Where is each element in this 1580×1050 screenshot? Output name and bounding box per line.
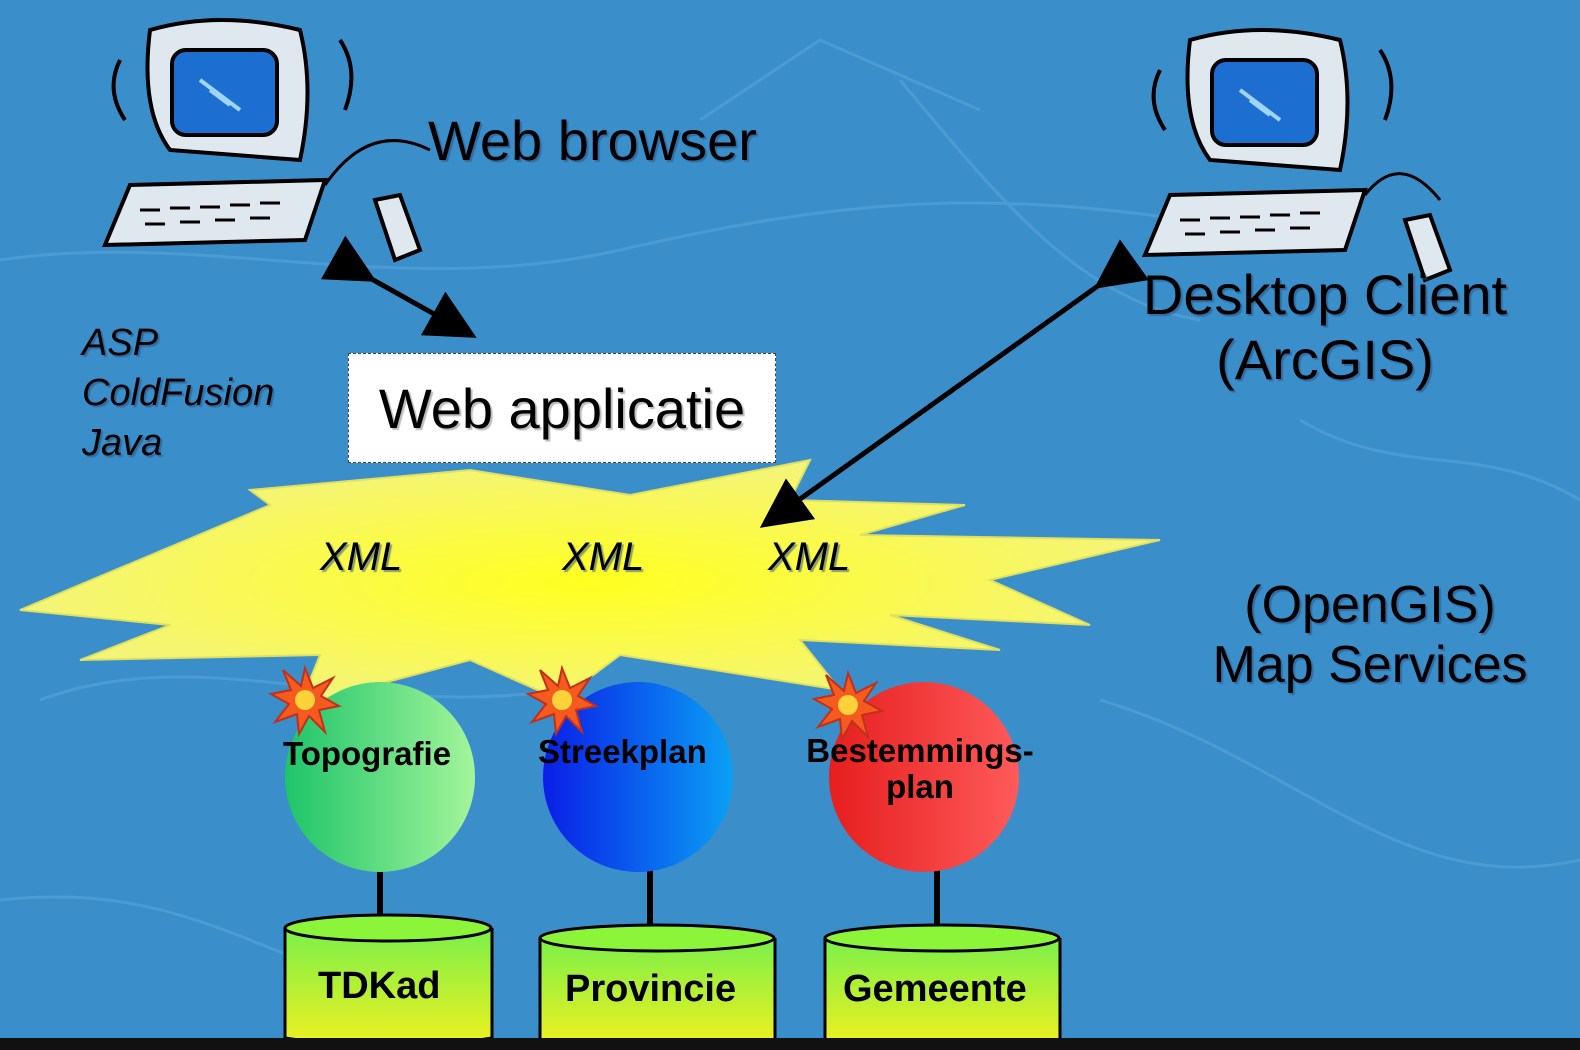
xml-label-3: XML (768, 535, 851, 579)
web-app-box: Web applicatie (348, 353, 776, 463)
web-browser-label: Web browser (428, 109, 757, 172)
arrow-client-xml (759, 239, 1150, 528)
service-label-bestemmingsplan-line1: Bestemmings- (806, 732, 1034, 769)
xml-label-2: XML (562, 535, 645, 579)
xml-label-1: XML (320, 535, 403, 579)
desktop-client-line1: Desktop Client (1142, 263, 1508, 326)
tech-label-asp: ASP (82, 322, 159, 364)
explosion-icon (525, 664, 599, 738)
database-cylinder-provincie (538, 923, 777, 1047)
xml-burst-shape (19, 458, 1161, 707)
database-label-gemeente: Gemeente (843, 968, 1027, 1010)
service-circle-bestemmingsplan (829, 682, 1019, 872)
service-label-bestemmingsplan: Bestemmings- plan (790, 733, 1050, 805)
web-app-label: Web applicatie (378, 376, 746, 440)
background-map-texture (0, 38, 1580, 1002)
map-services-label: (OpenGIS) Map Services (1170, 575, 1570, 695)
database-label-tdkad: TDKad (318, 965, 441, 1007)
tech-label-coldfusion: ColdFusion (82, 372, 275, 414)
map-services-line2: Map Services (1212, 636, 1528, 694)
service-label-topografie: Topografie (283, 735, 452, 772)
desktop-client-label: Desktop Client (ArcGIS) (1110, 262, 1540, 392)
database-label-provincie: Provincie (565, 968, 737, 1010)
tech-label-java: Java (82, 422, 163, 464)
arrow-browser-webapp (320, 235, 477, 338)
explosion-icon (268, 664, 342, 738)
computer-icon (101, 18, 431, 263)
bottom-bar (0, 1038, 1580, 1050)
map-services-line1: (OpenGIS) (1244, 576, 1496, 634)
service-circle-streekplan (543, 682, 733, 872)
service-circle-topografie (285, 682, 475, 872)
desktop-client-line2: (ArcGIS) (1216, 328, 1434, 391)
database-cylinder-gemeente (823, 923, 1062, 1047)
explosion-icon (811, 669, 885, 743)
computer-icon (1141, 28, 1453, 283)
service-label-streekplan: Streekplan (538, 733, 707, 770)
service-label-bestemmingsplan-line2: plan (886, 768, 954, 805)
database-cylinder-tdkad (283, 913, 494, 1048)
